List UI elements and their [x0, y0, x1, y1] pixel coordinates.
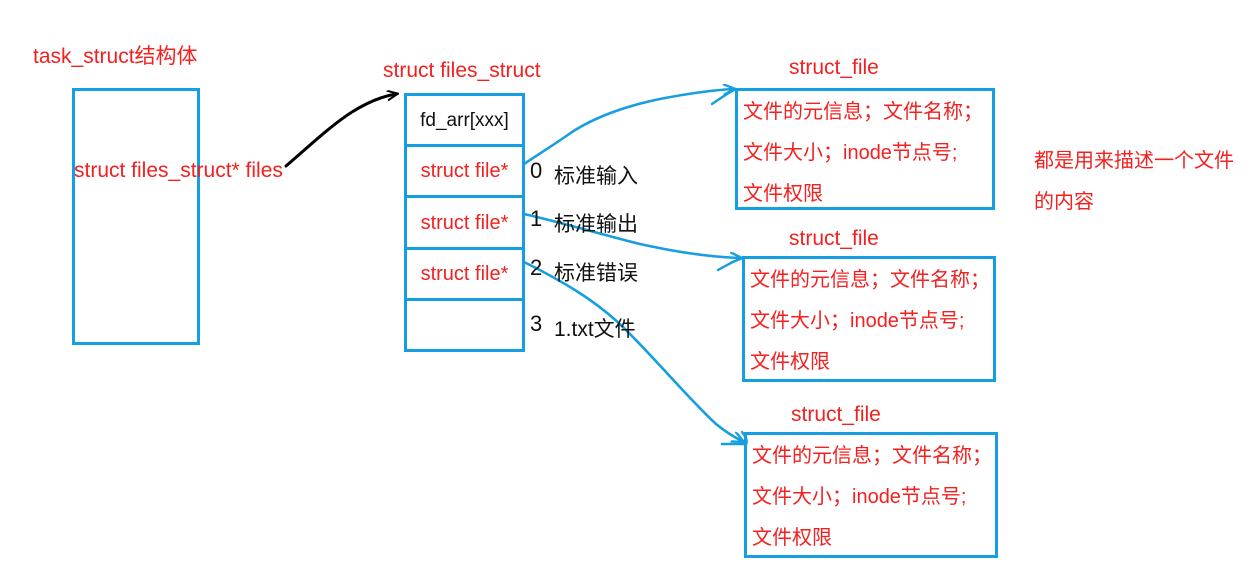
fd-table-row: fd_arr[xxx] [407, 96, 522, 148]
struct-file-box-3: 文件的元信息；文件名称； 文件大小；inode节点号; 文件权限 [744, 432, 998, 558]
note-line-2: 的内容 [1034, 191, 1094, 213]
note-line-1: 都是用来描述一个文件 [1034, 150, 1234, 172]
fd-index-0: 0 [530, 158, 543, 183]
struct-file-line: 文件的元信息；文件名称； [752, 445, 992, 467]
fd-table-row: struct file* [407, 250, 522, 301]
fd-index-2: 2 [530, 255, 543, 280]
struct-file-box-1: 文件的元信息；文件名称； 文件大小；inode节点号; 文件权限 [735, 88, 995, 210]
struct-file-line: 文件的元信息；文件名称； [743, 101, 983, 123]
fd-index-3: 3 [530, 311, 543, 336]
struct-file-title-1: struct_file [789, 56, 879, 79]
fd-row-label: fd_arr[xxx] [420, 109, 509, 131]
connector-fd0-barb [710, 88, 736, 106]
fd-table-row: struct file* [407, 147, 522, 199]
fd-desc-3: 1.txt文件 [554, 318, 636, 341]
task-struct-title: task_struct结构体 [33, 45, 198, 68]
arrow-task-to-files [284, 94, 396, 168]
task-struct-box [72, 88, 200, 345]
fd-desc-2: 标准错误 [554, 262, 638, 285]
fd-table-row: struct file* [407, 198, 522, 250]
struct-file-title-2: struct_file [789, 227, 879, 250]
connector-fd1-barb [716, 257, 742, 272]
fd-array-table: fd_arr[xxx] struct file* struct file* st… [404, 93, 525, 352]
struct-file-line: 文件大小；inode节点号; [752, 486, 967, 508]
fd-desc-1: 标准输出 [554, 213, 638, 236]
connector-fd2 [522, 260, 742, 441]
connector-fd0 [522, 89, 733, 166]
fd-row-label: struct file* [420, 262, 509, 285]
struct-file-line: 文件的元信息；文件名称； [750, 269, 990, 291]
struct-file-box-2: 文件的元信息；文件名称； 文件大小；inode节点号; 文件权限 [742, 256, 996, 382]
fd-desc-0: 标准输入 [554, 165, 638, 188]
files-struct-title: struct files_struct [383, 59, 541, 82]
struct-file-line: 文件权限 [750, 351, 830, 373]
struct-file-line: 文件权限 [743, 183, 823, 205]
fd-table-row [407, 301, 522, 349]
struct-file-line: 文件大小；inode节点号; [750, 310, 965, 332]
struct-file-line: 文件大小；inode节点号; [743, 142, 958, 164]
fd-row-label: struct file* [420, 160, 509, 183]
struct-file-title-3: struct_file [791, 403, 881, 426]
fd-index-1: 1 [530, 206, 543, 231]
task-struct-files-field: struct files_struct* files [74, 159, 283, 182]
struct-file-line: 文件权限 [752, 527, 832, 549]
fd-row-label: struct file* [420, 211, 509, 234]
